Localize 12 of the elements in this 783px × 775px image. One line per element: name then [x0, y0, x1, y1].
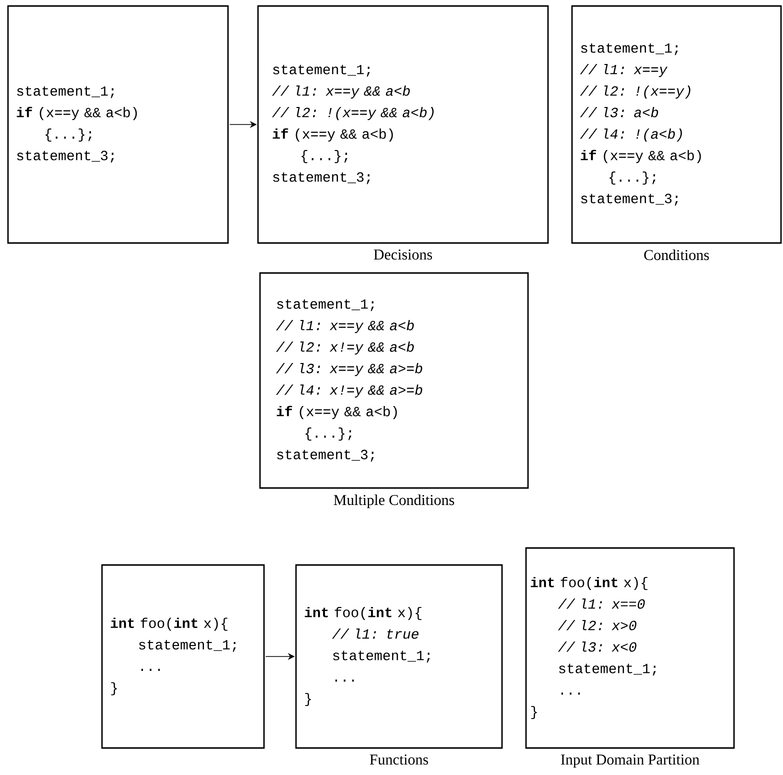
code-box: statement_1; // l1: x==y && a<b // l2: x!=y && a<b // l3: x==y && a>=b // l4: x!=y && a>=b if (x==y && a<b) {...}; statement_3;: [259, 272, 529, 489]
code-box: statement_1; // l1: x==y // l2: !(x==y) // l3: a<b // l4: !(a<b) if (x==y && a<b) {...}; statement_3;: [571, 5, 782, 244]
code-box: statement_1; if (x==y && a<b) {...}; statement_3;: [7, 5, 229, 244]
code-box: statement_1; // l1: x==y && a<b // l2: !(x==y && a<b) if (x==y && a<b) {...}; statement_3;: [257, 5, 549, 244]
node-label: Input Domain Partition: [560, 754, 700, 768]
node-label: Multiple Conditions: [334, 494, 454, 508]
code-box: int foo(int x){ statement_1; ... }: [101, 564, 265, 749]
code-box: int foo(int x){ // l1: true statement_1; ... }: [295, 564, 503, 749]
node-label: Decisions: [374, 250, 432, 260]
node-label: Conditions: [644, 250, 709, 260]
node-label: Functions: [370, 754, 428, 765]
code-box: int foo(int x){ // l1: x==0 // l2: x>0 // l3: x<0 statement_1; ... }: [525, 547, 735, 749]
